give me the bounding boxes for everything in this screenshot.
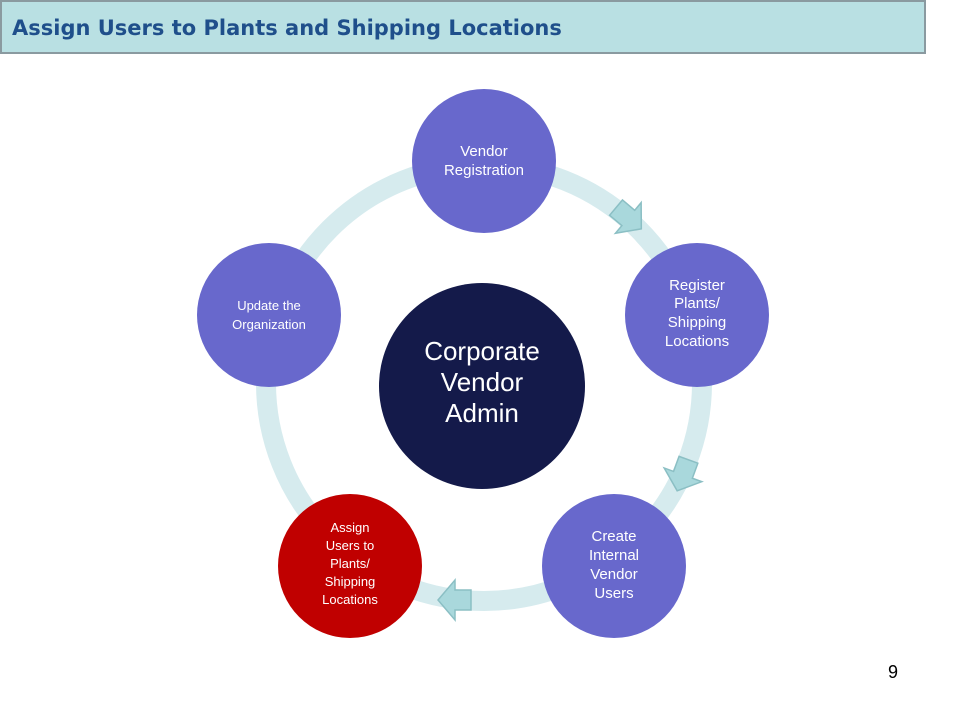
node-label-line: Internal <box>589 547 639 564</box>
node-label-line: Organization <box>232 317 306 332</box>
node-create-internal-vendor-users: Create Internal Vendor Users <box>542 494 686 638</box>
page-number: 9 <box>888 662 899 682</box>
arrow-icon-3 <box>437 577 472 623</box>
node-vendor-registration: Vendor Registration <box>412 89 556 233</box>
node-label-line: Shipping <box>668 314 726 331</box>
center-label-line-3: Admin <box>445 398 519 428</box>
node-register-plants: Register Plants/ Shipping Locations <box>625 243 769 387</box>
node-label-line: Vendor <box>590 566 638 583</box>
arrow-icon-1 <box>608 198 643 235</box>
node-label-line: Register <box>669 277 725 294</box>
node-label-line: Plants/ <box>674 295 721 312</box>
node-label-line: Users to <box>326 538 374 553</box>
node-label-line: Assign <box>330 520 369 535</box>
node-update-organization: Update the Organization <box>197 243 341 387</box>
node-label-line: Plants/ <box>330 556 370 571</box>
arrow-icon-2 <box>662 455 704 492</box>
node-label-line: Shipping <box>325 574 376 589</box>
node-label-line: Update the <box>237 298 301 313</box>
node-assign-users: Assign Users to Plants/ Shipping Locatio… <box>278 494 422 638</box>
node-label-line: Vendor <box>460 143 508 160</box>
center-label-line-1: Corporate <box>424 336 540 366</box>
page-title: Assign Users to Plants and Shipping Loca… <box>12 16 562 40</box>
center-node: Corporate Vendor Admin <box>379 283 585 489</box>
node-label-line: Locations <box>665 333 729 350</box>
node-label-line: Registration <box>444 162 524 179</box>
title-bar: Assign Users to Plants and Shipping Loca… <box>0 0 926 54</box>
center-label-line-2: Vendor <box>441 367 524 397</box>
node-label-line: Create <box>591 528 636 545</box>
node-label-line: Locations <box>322 592 378 607</box>
node-label-line: Users <box>594 585 633 602</box>
